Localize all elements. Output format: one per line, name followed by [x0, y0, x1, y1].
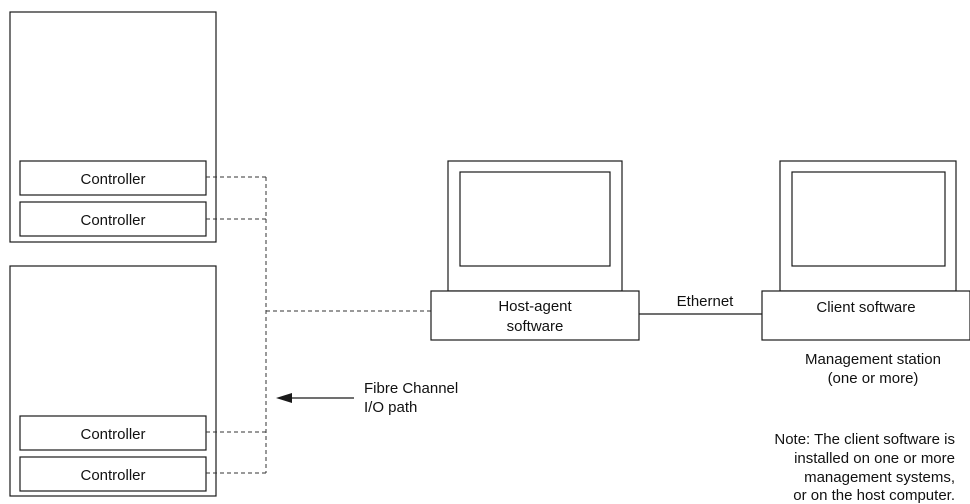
- controller-box-top-a: [19, 160, 207, 196]
- controller-box-bottom-b: [19, 456, 207, 492]
- management-station-label-line2: (one or more): [828, 370, 919, 387]
- ethernet-label: Ethernet: [677, 293, 735, 310]
- controller-label-top-b: Controller: [80, 212, 145, 229]
- controller-label-bottom-a: Controller: [80, 426, 145, 443]
- host-agent-label-line2: software: [507, 318, 564, 335]
- host-agent-label-line1: Host-agent: [498, 298, 572, 315]
- fibre-channel-label-line2: I/O path: [364, 399, 417, 416]
- note-line3: management systems,: [804, 469, 955, 486]
- controller-box-top-b: [19, 201, 207, 237]
- note-line4: or on the host computer.: [793, 487, 955, 504]
- client-software-box: [761, 290, 970, 341]
- management-station-monitor-icon: [779, 160, 957, 292]
- note-line1: Note: The client software is: [774, 431, 955, 448]
- fibre-channel-dashed-paths: [206, 176, 431, 474]
- host-agent-box: [430, 290, 640, 341]
- controller-label-bottom-b: Controller: [80, 467, 145, 484]
- management-station-label-line1: Management station: [805, 351, 941, 368]
- host-monitor-icon: [447, 160, 623, 292]
- fibre-channel-arrow: [276, 393, 354, 403]
- client-software-label: Client software: [816, 299, 915, 316]
- note-line2: installed on one or more: [794, 450, 955, 467]
- controller-box-bottom-a: [19, 415, 207, 451]
- controller-label-top-a: Controller: [80, 171, 145, 188]
- fibre-channel-label-line1: Fibre Channel: [364, 380, 458, 397]
